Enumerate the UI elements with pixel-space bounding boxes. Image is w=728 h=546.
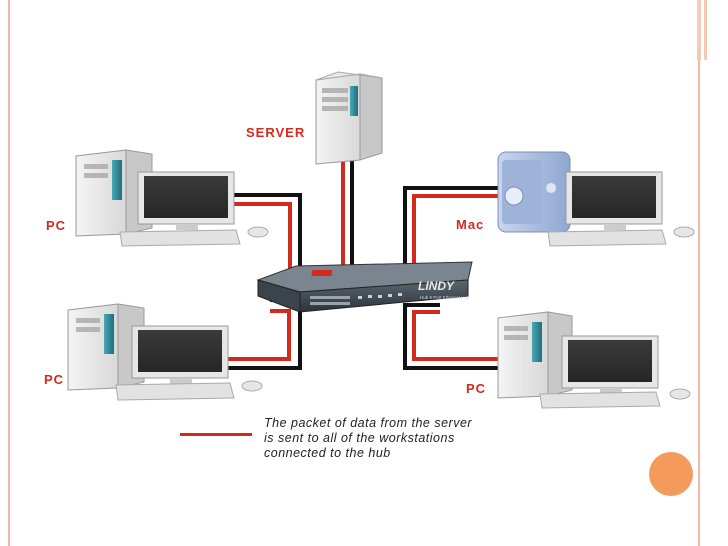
- mac-workstation: [498, 152, 694, 246]
- pc-top-left: [76, 150, 268, 246]
- pc-bottom-left: [68, 304, 262, 400]
- mac-label: Mac: [456, 217, 484, 232]
- hub-small-text: Hub 5 Port Ethernet Hub: [420, 295, 470, 300]
- pc-bottom-right-label: PC: [466, 381, 486, 396]
- legend-line-1: The packet of data from the server: [264, 416, 564, 431]
- server-tower: [316, 72, 382, 164]
- server-label: SERVER: [246, 125, 305, 140]
- pc-bottom-right: [498, 312, 690, 408]
- pc-bottom-left-label: PC: [44, 372, 64, 387]
- legend-line-2: is sent to all of the workstations: [264, 431, 564, 446]
- hub-brand: LINDY: [418, 279, 455, 293]
- pc-top-left-label: PC: [46, 218, 66, 233]
- legend-line-3: connected to the hub: [264, 446, 564, 461]
- legend-line: [180, 433, 252, 436]
- legend-text: The packet of data from the server is se…: [264, 416, 564, 461]
